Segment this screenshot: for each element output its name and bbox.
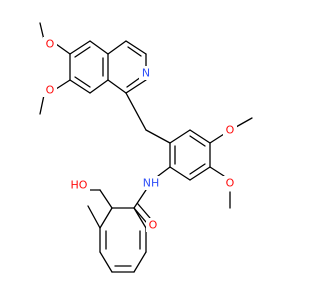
- salicyl-ring-inner: [105, 230, 141, 267]
- oxygen-label-methoxy-6: O: [46, 38, 55, 51]
- hydroxyl-label: HO: [71, 179, 88, 192]
- methoxy-7: [39, 79, 71, 115]
- oxygen-label-methoxy-right-bottom: O: [226, 177, 235, 190]
- nitrogen-label-ring: N: [142, 67, 150, 80]
- methoxy-right-bottom: [209, 166, 231, 209]
- salicyl-ring: [81, 189, 147, 273]
- isoquinoline-pyridine-ring: [107, 40, 147, 94]
- atom-labels: O O N O O NH HO O: [43, 37, 237, 232]
- oxygen-label-carbonyl: O: [149, 219, 158, 232]
- structure-canvas: O O N O O NH HO O: [39, 22, 253, 273]
- oxygen-label-methoxy-right-top: O: [226, 124, 235, 137]
- oxygen-label-methoxy-7: O: [46, 84, 55, 97]
- isoquinoline-benzo-ring: [69, 40, 109, 94]
- dimethoxyphenyl-ring: [169, 129, 211, 181]
- methylene-linker: [125, 92, 171, 144]
- amide-linkage: [133, 166, 171, 223]
- hydroxyl-bond: [87, 205, 101, 229]
- nh-label-amide: NH: [143, 177, 160, 190]
- methoxy-right-top: [209, 117, 253, 144]
- molecule-drawing: O O N O O NH HO O: [39, 22, 253, 273]
